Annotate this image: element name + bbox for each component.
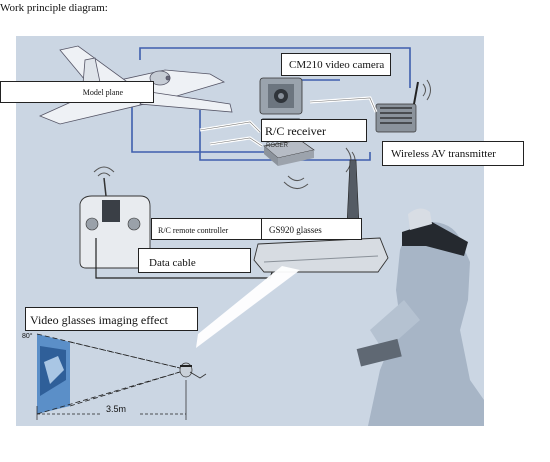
label-remote-controller: R/C remote controller	[151, 218, 262, 240]
page-title: Work principle diagram:	[0, 2, 108, 14]
virtual-screen-icon	[37, 334, 70, 414]
label-data-cable: Data cable	[138, 248, 251, 273]
label-transmitter: Wireless AV transmitter	[382, 141, 524, 166]
label-glasses: GS920 glasses	[261, 218, 362, 240]
distance-label: 3.5m	[106, 404, 127, 414]
receiver-icon	[263, 139, 315, 166]
video-glasses-icon	[253, 237, 389, 273]
label-model-plane: Model plane	[0, 81, 154, 103]
projection-beam	[196, 266, 300, 348]
angle-label: 80°	[22, 333, 33, 340]
pilot-silhouette-icon	[356, 208, 484, 426]
transmitter-icon	[375, 79, 431, 133]
viewer-head-icon	[179, 362, 207, 379]
label-camera: CM210 video camera	[281, 53, 391, 76]
distance-dimension	[36, 380, 187, 420]
label-receiver: R/C receiver	[261, 119, 367, 142]
view-lines	[36, 333, 181, 415]
label-imaging-effect: Video glasses imaging effect	[25, 307, 198, 331]
receiver-stamp-label: ROGER	[266, 143, 289, 149]
